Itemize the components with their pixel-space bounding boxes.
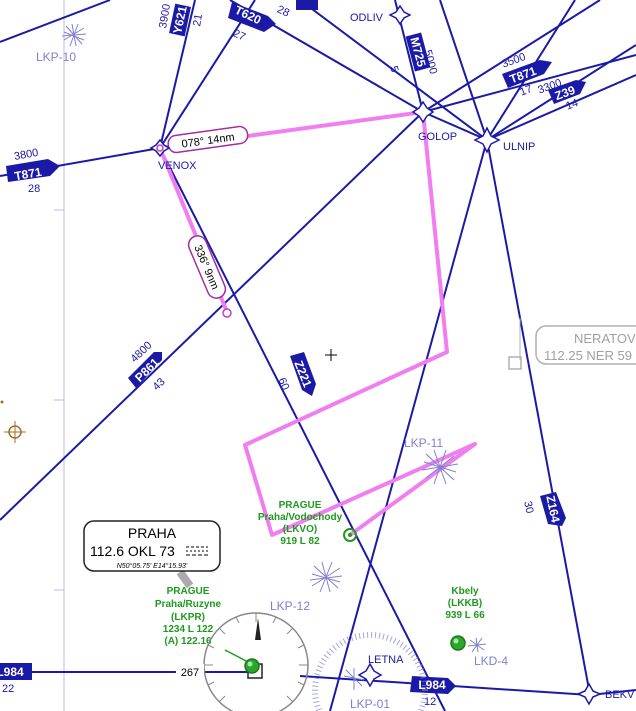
svg-text:12: 12 — [424, 696, 436, 708]
svg-text:Z221: Z221 — [291, 359, 314, 390]
airway-z39: 3300 Z39 14 — [536, 77, 586, 113]
svg-text:BEKV: BEKV — [605, 689, 635, 701]
svg-text:T871: T871 — [13, 165, 43, 184]
navaid-neratovice-name: NERATOV — [574, 331, 636, 346]
fix-ulnip-icon — [473, 126, 501, 154]
morse-code-icon — [186, 546, 208, 556]
route-leg-1-box: 078° 14nm — [167, 125, 249, 154]
svg-text:GOLOP: GOLOP — [418, 131, 457, 143]
svg-text:LKP-01: LKP-01 — [350, 697, 390, 711]
lkp11-burst-icon — [421, 449, 459, 485]
airway-t620: T620 27 — [228, 2, 276, 44]
navaid-praha-coords: N50°05.75' E14°15.93' — [117, 562, 188, 570]
navaid-praha-name: PRAHA — [128, 525, 177, 541]
svg-text:919 L 82: 919 L 82 — [280, 536, 320, 547]
airway-p861: 4800 P861 43 — [128, 339, 168, 393]
airway-t871-left: 3800 T871 28 — [6, 147, 60, 195]
flight-route — [158, 110, 477, 537]
fix-venox[interactable]: VENOX — [149, 138, 197, 172]
svg-text:LKD-4: LKD-4 — [474, 654, 508, 668]
lkp12-burst-icon — [309, 561, 343, 593]
fix-bekv-icon — [576, 682, 602, 706]
svg-text:17: 17 — [518, 83, 534, 98]
fix-ulnip[interactable]: ULNIP — [473, 126, 535, 154]
airway-z164: Z164 30 — [521, 492, 566, 526]
radial-267-box: 267 — [176, 664, 204, 679]
lkp10-burst-icon — [61, 23, 87, 47]
svg-text:LKP-12: LKP-12 — [270, 599, 310, 613]
area-lkp01[interactable]: LKP-01 — [312, 632, 428, 711]
fix-golop[interactable]: GOLOP — [411, 100, 457, 143]
svg-text:5: 5 — [387, 65, 400, 74]
svg-text:1234 L 122: 1234 L 122 — [163, 624, 214, 635]
left-marker-icon — [0, 400, 26, 443]
airway-l984-right: L984 12 — [410, 676, 456, 708]
svg-text:(A) 122.16: (A) 122.16 — [164, 636, 212, 647]
airport-vodochody[interactable]: PRAGUE Praha/Vodochody (LKVO) 919 L 82 — [258, 500, 357, 547]
vor-compass-rose — [176, 569, 309, 711]
svg-text:21: 21 — [191, 13, 205, 27]
svg-text:LETNA: LETNA — [368, 654, 404, 666]
svg-text:Z39: Z39 — [553, 83, 578, 103]
svg-text:30: 30 — [521, 500, 535, 514]
airway-l984-left: L984 22 — [0, 663, 32, 695]
lkp01-burst-icon — [343, 668, 365, 690]
airway-y621: 3900 21 Y621 — [157, 3, 205, 37]
airway-z221: Z221 60 — [276, 352, 316, 396]
svg-text:(LKVO): (LKVO) — [283, 524, 317, 535]
fix-odliv-icon — [388, 4, 412, 26]
area-lkp10[interactable]: LKP-10 — [36, 23, 87, 64]
fix-letna-icon — [357, 662, 383, 688]
navaid-neratovice-box[interactable]: NERATOV 112.25 NER 59 — [508, 318, 636, 370]
svg-text:Praha/Vodochody: Praha/Vodochody — [258, 512, 343, 523]
route-leg-2-box: 336° 9nm — [187, 235, 227, 299]
vodochody-airport-icon — [343, 528, 357, 542]
svg-text:LKP-11: LKP-11 — [404, 436, 443, 450]
svg-text:43: 43 — [151, 376, 168, 393]
svg-text:VENOX: VENOX — [158, 160, 197, 172]
airport-kbely[interactable]: Kbely (LKKB) 939 L 66 — [445, 586, 485, 651]
svg-text:Y621: Y621 — [170, 5, 190, 36]
navaid-neratovice-freq: 112.25 NER 59 — [544, 348, 632, 363]
svg-text:(LKPR): (LKPR) — [171, 612, 205, 623]
fix-odliv[interactable]: ODLIV — [350, 4, 412, 26]
area-lkp11[interactable]: LKP-11 — [404, 436, 459, 485]
area-lkp12[interactable]: LKP-12 — [270, 561, 343, 613]
fix-letna[interactable]: LETNA — [357, 654, 404, 688]
airway-m725: M725 5000 5 — [387, 32, 439, 75]
area-lkd4[interactable]: LKD-4 — [467, 637, 508, 668]
map-cursor-crosshair — [325, 349, 337, 361]
fix-golop-icon — [411, 100, 435, 124]
svg-text:939 L 66: 939 L 66 — [445, 610, 485, 621]
svg-text:22: 22 — [2, 683, 14, 695]
svg-text:ULNIP: ULNIP — [503, 141, 535, 153]
svg-text:L984: L984 — [0, 665, 24, 679]
airport-ruzyne[interactable]: PRAGUE Praha/Ruzyne (LKPR) 1234 L 122 (A… — [155, 586, 222, 647]
svg-text:Z164: Z164 — [543, 494, 562, 524]
svg-text:Kbely: Kbely — [451, 586, 479, 597]
svg-text:27: 27 — [231, 27, 247, 43]
svg-text:60: 60 — [276, 376, 292, 392]
svg-text:Praha/Ruzyne: Praha/Ruzyne — [155, 599, 222, 610]
svg-text:3800: 3800 — [13, 147, 39, 163]
svg-text:(LKKB): (LKKB) — [448, 598, 482, 609]
fix-bekv[interactable]: BEKV — [576, 682, 635, 706]
navaid-praha-freq: 112.6 OKL 73 — [90, 543, 175, 559]
fix-venox-icon — [149, 138, 171, 158]
svg-text:LKP-10: LKP-10 — [36, 50, 76, 64]
svg-text:267: 267 — [181, 667, 199, 679]
svg-text:ODLIV: ODLIV — [350, 12, 384, 24]
svg-text:PRAGUE: PRAGUE — [279, 500, 322, 511]
svg-text:28: 28 — [28, 183, 40, 195]
svg-text:PRAGUE: PRAGUE — [167, 586, 210, 597]
airway-top-mea: 28 — [275, 3, 291, 19]
kbely-airport-icon — [450, 635, 466, 651]
ruzyne-airport-icon — [244, 658, 260, 674]
lkd4-burst-icon — [467, 637, 487, 653]
svg-text:3900: 3900 — [157, 3, 173, 29]
navaid-praha-box[interactable]: PRAHA 112.6 OKL 73 N50°05.75' E14°15.93' — [83, 520, 221, 572]
svg-text:14: 14 — [564, 97, 580, 112]
